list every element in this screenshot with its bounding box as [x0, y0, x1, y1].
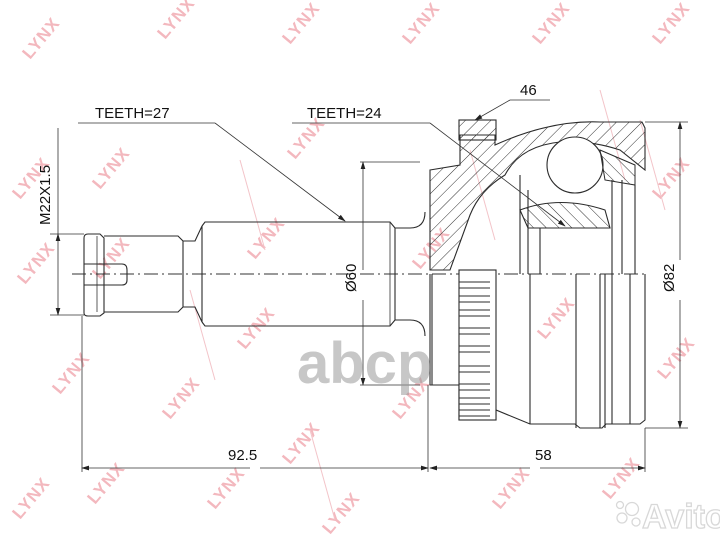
- svg-text:LYNX: LYNX: [399, 0, 444, 48]
- svg-text:LYNX: LYNX: [279, 0, 324, 48]
- svg-text:LYNX: LYNX: [649, 0, 694, 48]
- abs-ring: [459, 270, 496, 420]
- svg-text:LYNX: LYNX: [14, 239, 59, 288]
- svg-text:LYNX: LYNX: [244, 214, 289, 263]
- svg-text:LYNX: LYNX: [19, 14, 64, 63]
- avito-logo: Avito: [617, 498, 720, 536]
- diameter-housing-label: Ø82: [661, 264, 678, 292]
- teeth-abs-label: TEETH=24: [307, 105, 382, 122]
- length-housing-label: 58: [535, 447, 552, 464]
- abs-width-label: 46: [520, 82, 537, 99]
- avito-dot-icon: [617, 502, 624, 509]
- svg-text:LYNX: LYNX: [234, 304, 279, 353]
- svg-text:LYNX: LYNX: [279, 419, 324, 468]
- svg-text:LYNX: LYNX: [319, 489, 364, 538]
- svg-text:LYNX: LYNX: [89, 144, 134, 193]
- svg-text:LYNX: LYNX: [84, 459, 129, 508]
- svg-text:LYNX: LYNX: [204, 464, 249, 513]
- center-watermark: аbсp: [297, 331, 432, 396]
- svg-text:LYNX: LYNX: [534, 294, 579, 343]
- length-shaft-label: 92.5: [228, 447, 257, 464]
- svg-text:LYNX: LYNX: [599, 454, 644, 503]
- avito-dot-icon: [632, 518, 640, 526]
- diameter-shaft-label: Ø60: [343, 264, 360, 292]
- svg-text:Avito: Avito: [642, 498, 720, 536]
- svg-text:LYNX: LYNX: [654, 334, 699, 383]
- svg-text:LYNX: LYNX: [489, 464, 534, 513]
- teeth-shaft-label: TEETH=27: [95, 105, 170, 122]
- svg-text:LYNX: LYNX: [529, 0, 574, 48]
- svg-text:LYNX: LYNX: [649, 154, 694, 203]
- joint-housing-upper: [430, 120, 645, 274]
- svg-text:LYNX: LYNX: [159, 374, 204, 423]
- svg-text:LYNX: LYNX: [154, 0, 199, 43]
- thread-label: M22X1.5: [37, 165, 54, 225]
- avito-dot-icon: [617, 513, 627, 523]
- svg-text:LYNX: LYNX: [9, 474, 54, 523]
- svg-text:LYNX: LYNX: [49, 349, 94, 398]
- avito-dot-icon: [626, 503, 639, 516]
